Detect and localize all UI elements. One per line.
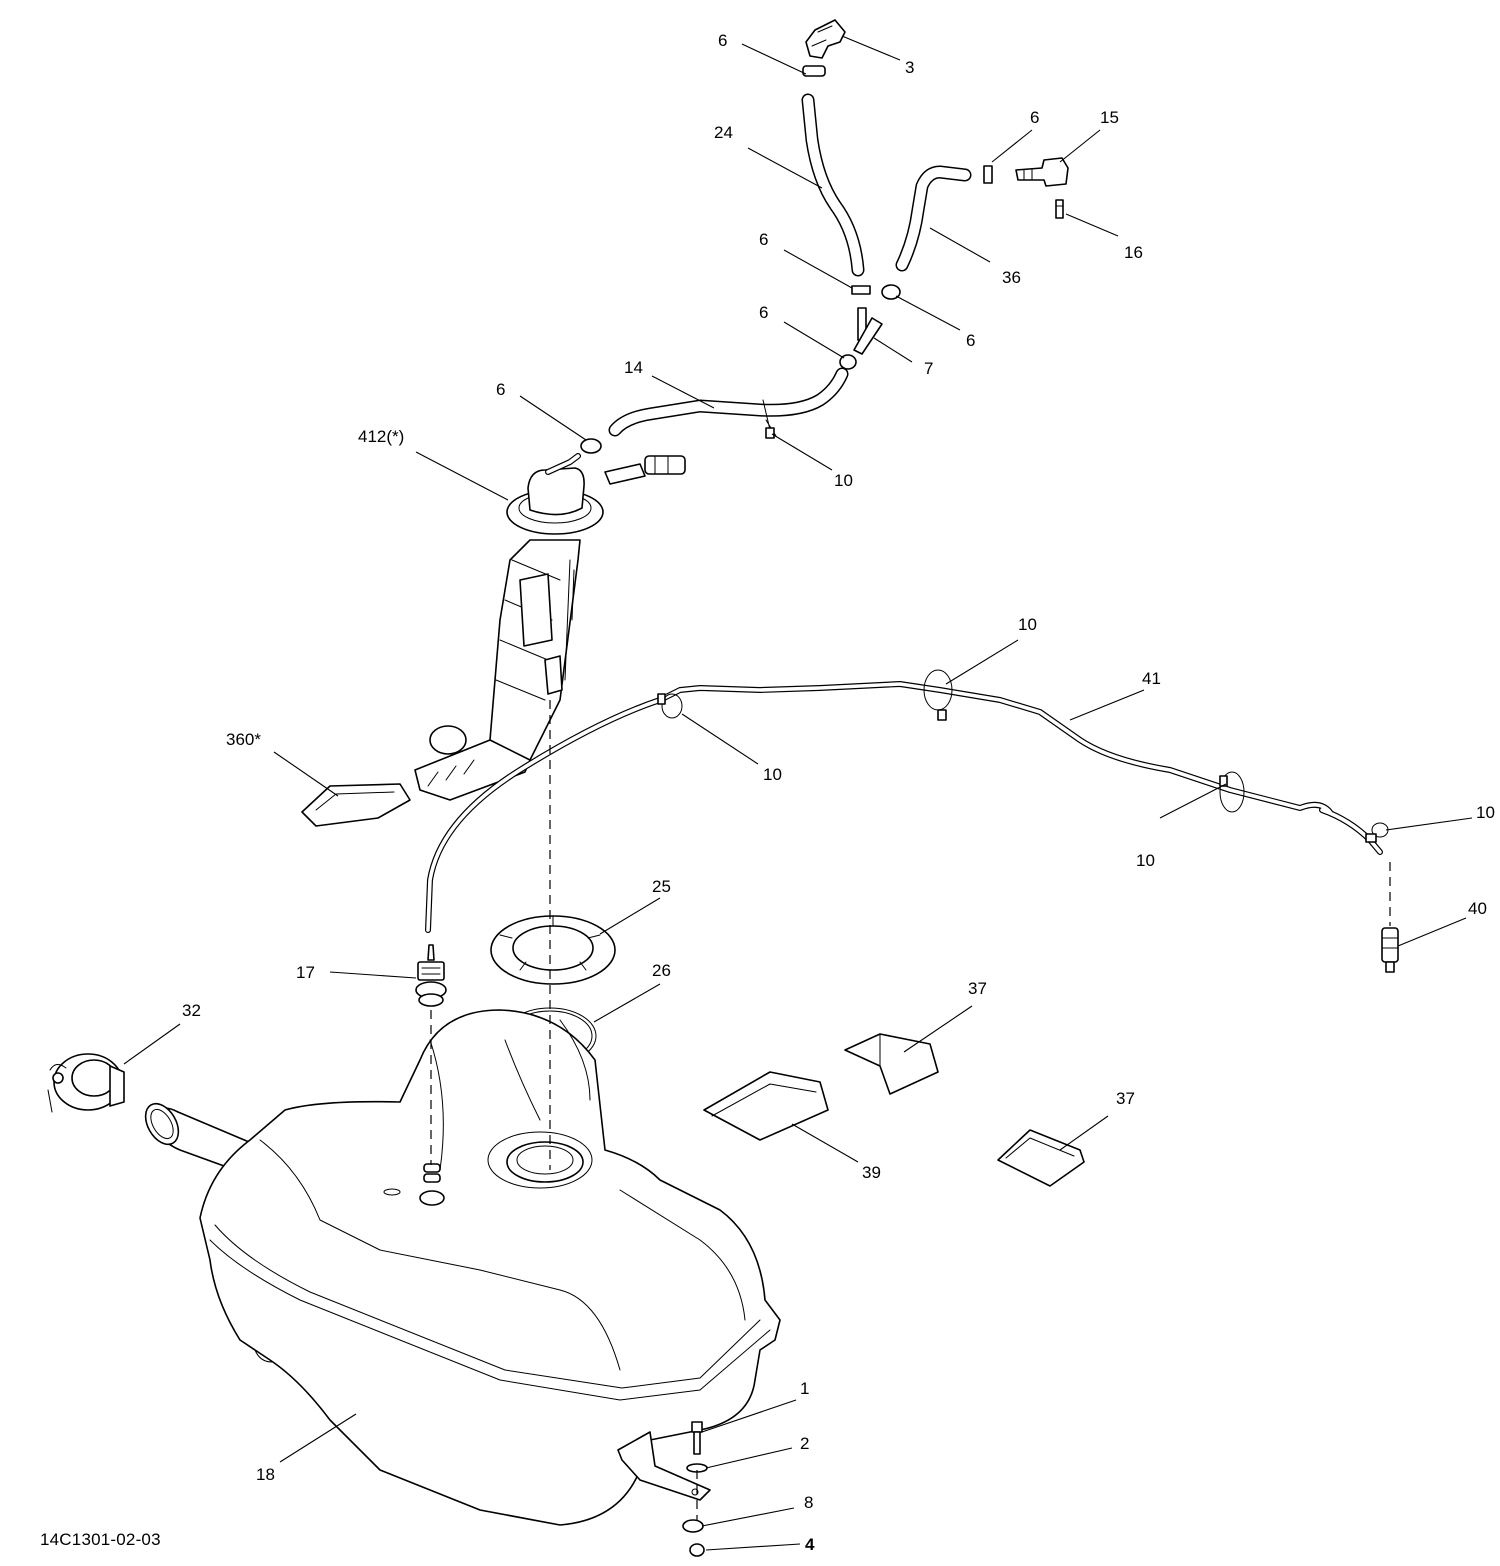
callout-26: 26 (652, 961, 671, 980)
callout-7: 7 (924, 359, 933, 378)
callout-24: 24 (714, 123, 733, 142)
part-1-bolt (691, 1421, 703, 1455)
part-36-hose (895, 165, 972, 272)
callout-17: 17 (296, 963, 315, 982)
part-15-connector (1015, 157, 1069, 187)
part-412-fuel-pump-module (414, 453, 686, 801)
part-6-clamp-c (839, 354, 857, 370)
callout-32: 32 (182, 1001, 201, 1020)
callout-16: 16 (1124, 243, 1143, 262)
part-41-vent-tube (425, 681, 1383, 933)
part-18-fuel-tank (144, 1009, 781, 1526)
callout-6: 6 (496, 380, 505, 399)
part-6-clamp-36 (983, 165, 993, 184)
callout-10: 10 (763, 765, 782, 784)
leader-lines (123, 35, 1473, 1551)
part-37-pad-a (844, 1033, 939, 1095)
part-17-rollover-valve (415, 944, 447, 1007)
callout-3: 3 (905, 58, 914, 77)
part-7-tee-fitting (853, 307, 883, 355)
callout-4: 4 (805, 1535, 815, 1554)
callout-10: 10 (1476, 803, 1495, 822)
part-8-grommet (682, 1519, 704, 1533)
callout-25: 25 (652, 877, 671, 896)
part-10-clamp-a (923, 669, 953, 721)
callout-6: 6 (1030, 108, 1039, 127)
part-4-nut (689, 1543, 705, 1557)
callout-6: 6 (759, 230, 768, 249)
part-39-pad (703, 1071, 829, 1141)
callout-labels: 6 3 24 6 15 6 16 36 6 6 14 7 6 412(*) 10… (182, 31, 1495, 1554)
callout-37: 37 (968, 979, 987, 998)
callout-15: 15 (1100, 108, 1119, 127)
callout-10: 10 (1018, 615, 1037, 634)
callout-6: 6 (718, 31, 727, 50)
callout-41: 41 (1142, 669, 1161, 688)
part-32-fuel-cap (47, 1053, 125, 1113)
callout-18: 18 (256, 1465, 275, 1484)
callout-14: 14 (624, 358, 643, 377)
part-37-pad-b (997, 1129, 1085, 1187)
callout-37: 37 (1116, 1089, 1135, 1108)
part-6-clamp-b (881, 284, 901, 300)
part-6-clamp-24 (851, 285, 871, 295)
callout-412: 412(*) (358, 427, 404, 446)
part-10-clamp-c (1219, 771, 1245, 813)
callout-10: 10 (834, 471, 853, 490)
callout-6: 6 (759, 303, 768, 322)
part-14-hose (608, 367, 849, 439)
part-3-elbow-connector (802, 19, 846, 77)
part-25-lock-ring (490, 915, 616, 985)
callout-39: 39 (862, 1163, 881, 1182)
assembly-lines (430, 700, 1391, 1520)
part-6-clamp-d (580, 438, 602, 454)
diagram-reference-number: 14C1301-02-03 (40, 1530, 161, 1549)
part-40-vent-valve (1381, 927, 1399, 973)
part-16-clip (1055, 199, 1064, 219)
part-10-clamp-b (657, 693, 683, 719)
callout-360: 360* (226, 730, 261, 749)
part-360-pad (301, 783, 411, 827)
callout-2: 2 (800, 1434, 809, 1453)
callout-6: 6 (966, 331, 975, 350)
callout-1: 1 (800, 1379, 809, 1398)
part-10-clamp-d (1365, 822, 1389, 843)
callout-8: 8 (804, 1493, 813, 1512)
part-24-hose (801, 93, 865, 277)
callout-36: 36 (1002, 268, 1021, 287)
callout-10: 10 (1136, 851, 1155, 870)
callout-40: 40 (1468, 899, 1487, 918)
